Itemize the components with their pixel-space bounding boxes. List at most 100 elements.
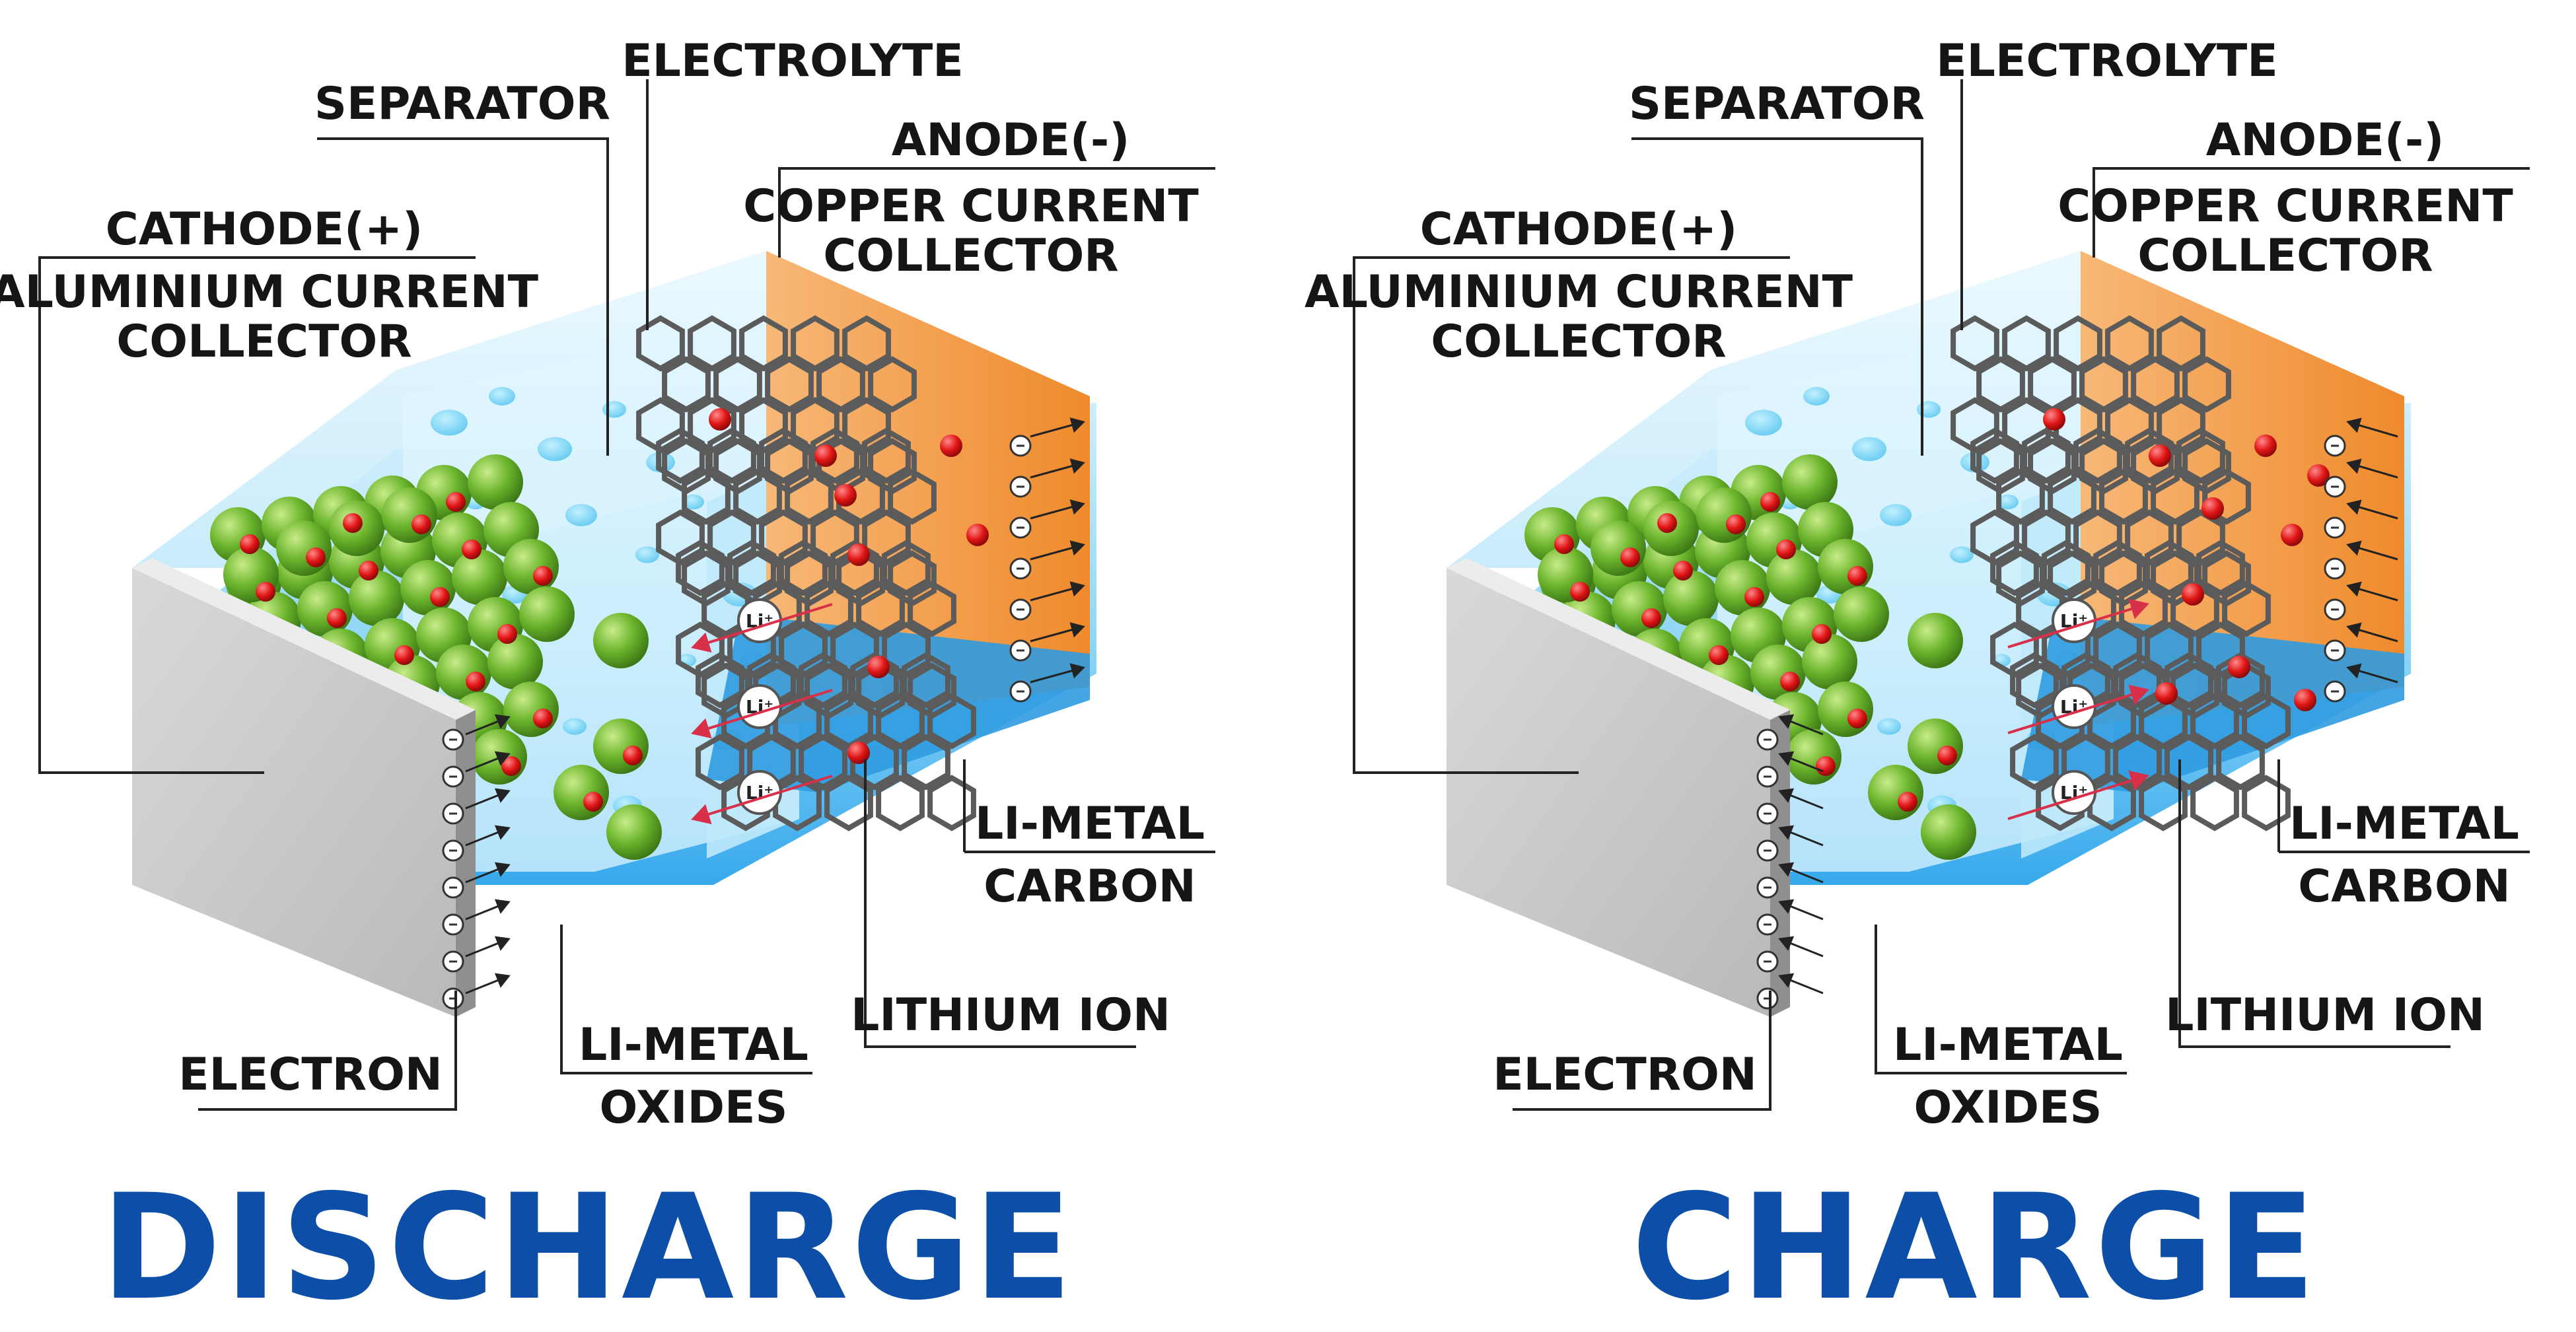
label-anode-line1: ANODE(-) <box>2206 114 2445 166</box>
electrolyte-bubble <box>1803 387 1830 405</box>
electrolyte-bubble <box>1745 409 1782 435</box>
graphite-hexagon <box>2193 778 2236 828</box>
electrolyte-bubble <box>1917 401 1941 417</box>
label-li-metal-carbon-line2: CARBON <box>2298 860 2510 913</box>
graphite-hexagon <box>2244 778 2288 828</box>
lithium-atom <box>814 444 837 467</box>
lithium-atom <box>2182 583 2204 606</box>
li-metal-oxide-particle <box>503 682 559 737</box>
lithium-atom <box>847 543 870 566</box>
label-anode-line1: ANODE(-) <box>892 114 1130 166</box>
lithium-atom <box>1898 792 1917 812</box>
li-metal-oxide-particle <box>1908 719 1963 774</box>
lithium-atom <box>430 587 450 607</box>
cathode-collector-edge <box>456 710 476 1017</box>
lithium-atom <box>1673 561 1693 580</box>
lithium-atom <box>240 534 260 554</box>
li-metal-oxide-particle <box>1591 520 1646 576</box>
li-metal-oxide-particle <box>519 586 575 642</box>
electrolyte-bubble <box>431 409 468 435</box>
li-metal-oxide-particle <box>1696 487 1752 543</box>
lithium-atom <box>359 561 378 580</box>
lithium-atom <box>583 792 603 812</box>
lithium-atom <box>411 514 431 534</box>
li-metal-oxide-particle <box>593 613 649 668</box>
panel-title: CHARGE <box>1631 1163 2318 1332</box>
lithium-atom <box>533 566 553 586</box>
lithium-atom <box>1760 492 1780 512</box>
electrolyte-bubble <box>1852 437 1886 461</box>
label-separator: SEPARATOR <box>314 78 610 130</box>
lithium-atom <box>2254 435 2277 457</box>
lithium-atom <box>867 656 890 678</box>
electrolyte-bubble <box>489 387 515 405</box>
lithium-atom <box>1776 540 1796 559</box>
lithium-atom <box>1570 582 1590 602</box>
lithium-atom <box>497 624 517 644</box>
li-metal-oxide-particle <box>1782 454 1838 510</box>
lithium-atom <box>256 582 275 602</box>
label-cathode-line3: COLLECTOR <box>1431 316 1726 368</box>
li-metal-oxide-particle <box>349 571 404 626</box>
lithium-atom <box>1812 624 1832 644</box>
lithium-atom <box>940 435 962 457</box>
li-metal-oxide-particle <box>1612 581 1667 637</box>
electrolyte-bubble <box>1950 546 1974 563</box>
lithium-atom <box>623 746 643 765</box>
li-metal-oxide-particle <box>468 454 523 510</box>
label-li-metal-oxides-line1: LI-METAL <box>579 1019 808 1071</box>
lithium-atom <box>2201 497 2224 520</box>
lithium-atom <box>709 408 731 431</box>
graphite-hexagon <box>930 778 974 828</box>
li-metal-oxide-particle <box>1921 804 1976 860</box>
lithium-atom <box>462 540 482 559</box>
lithium-atom <box>1657 513 1677 533</box>
lithium-atom <box>446 492 466 512</box>
label-li-metal-carbon-line1: LI-METAL <box>975 798 1205 850</box>
label-electrolyte: ELECTROLYTE <box>622 35 964 87</box>
li-metal-oxide-particle <box>1786 729 1842 785</box>
electrolyte-bubble <box>538 437 572 461</box>
li-metal-oxide-particle <box>1715 560 1770 615</box>
label-li-metal-oxides-line1: LI-METAL <box>1893 1019 2123 1071</box>
electrolyte-bubble <box>563 718 587 734</box>
label-electrolyte: ELECTROLYTE <box>1936 35 2278 87</box>
li-metal-oxide-particle <box>1802 634 1857 689</box>
li-metal-oxide-particle <box>1868 765 1923 820</box>
label-cathode-line3: COLLECTOR <box>116 316 411 368</box>
lithium-atom <box>1709 645 1729 665</box>
li-metal-oxide-particle <box>554 765 609 820</box>
lithium-atom <box>394 645 414 665</box>
li-metal-oxide-particle <box>1766 549 1822 605</box>
label-anode-line2: COPPER CURRENT <box>2057 180 2513 232</box>
li-metal-oxide-particle <box>276 520 332 576</box>
label-cathode-line1: CATHODE(+) <box>106 203 423 256</box>
label-anode-line3: COLLECTOR <box>823 230 1118 282</box>
electrolyte-bubble <box>1877 718 1901 734</box>
label-lithium-ion: LITHIUM ION <box>2165 989 2485 1041</box>
lithium-atom <box>1780 672 1800 691</box>
label-li-metal-carbon-line2: CARBON <box>984 860 1196 913</box>
label-cathode-line2: ALUMINIUM CURRENT <box>1305 266 1853 318</box>
li-metal-oxide-particle <box>382 487 437 543</box>
lithium-atom <box>2294 689 2316 711</box>
discharge-panel: Li⁺Li⁺Li⁺SEPARATORELECTROLYTEANODE(-)COP… <box>0 35 1215 1332</box>
li-metal-oxide-particle <box>452 549 507 605</box>
lithium-atom <box>2155 682 2178 705</box>
label-li-metal-oxides-line2: OXIDES <box>600 1082 788 1134</box>
lithium-atom <box>1620 547 1640 567</box>
lithium-atom <box>834 484 857 507</box>
lithium-atom <box>2149 444 2171 467</box>
lithium-atom <box>2228 656 2250 678</box>
li-metal-oxide-particle <box>436 645 491 700</box>
label-li-metal-oxides-line2: OXIDES <box>1914 1082 2102 1134</box>
li-metal-oxide-particle <box>487 634 543 689</box>
lithium-atom <box>533 709 553 728</box>
li-metal-oxide-particle <box>606 804 662 860</box>
li-metal-oxide-particle <box>1908 613 1963 668</box>
lithium-atom <box>466 672 485 691</box>
lithium-atom <box>343 513 363 533</box>
label-lithium-ion: LITHIUM ION <box>851 989 1170 1041</box>
label-electron: ELECTRON <box>1493 1049 1757 1101</box>
